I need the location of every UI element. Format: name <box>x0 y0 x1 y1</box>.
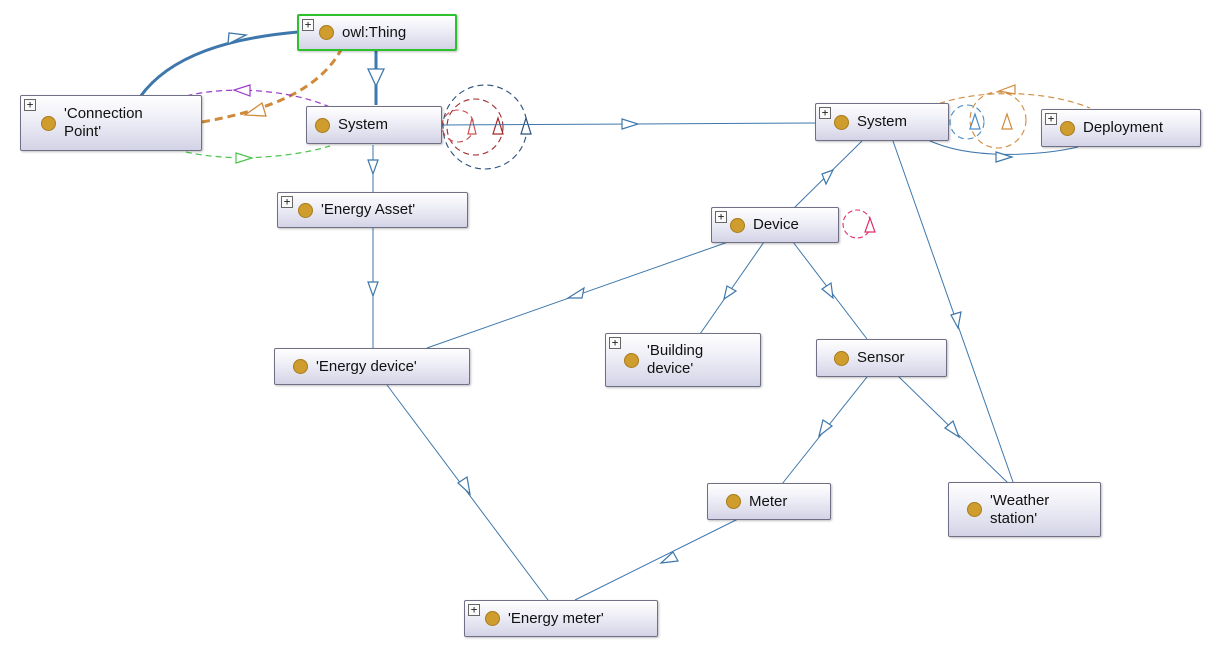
node-label: 'Energy meter' <box>508 609 604 627</box>
node-deployment[interactable]: + Deployment <box>1041 109 1201 147</box>
class-dot-icon <box>315 117 330 133</box>
self-loop-navy <box>442 84 528 170</box>
edge-arrow <box>820 281 834 300</box>
node-label: owl:Thing <box>342 23 407 41</box>
node-building-device[interactable]: + 'Building device' <box>605 333 761 387</box>
edge-arrow <box>235 152 255 164</box>
plus-box-icon[interactable]: + <box>302 19 314 31</box>
edge-arrow <box>1001 112 1013 130</box>
self-loop-orange <box>969 91 1027 149</box>
class-dot-icon <box>726 494 741 509</box>
edge-purple <box>185 89 331 108</box>
edge-orange-deploy <box>929 93 1091 109</box>
self-loop-red <box>441 109 475 143</box>
edge-arrow <box>950 311 962 330</box>
node-label: 'Connection Point' <box>64 105 143 140</box>
node-label: System <box>857 113 908 130</box>
edge-emeter-meter <box>574 518 739 601</box>
edge-arrow <box>457 475 471 496</box>
class-dot-icon <box>834 350 849 366</box>
edge-arrow <box>232 84 251 97</box>
plus-box-icon[interactable]: + <box>1045 113 1057 125</box>
node-meter[interactable]: Meter <box>707 483 831 520</box>
edge-weather-system <box>892 140 1014 483</box>
node-label: System <box>338 116 389 133</box>
plus-box-icon[interactable]: + <box>715 211 727 223</box>
plus-box-icon[interactable]: + <box>24 99 36 111</box>
node-label: Device <box>753 216 799 233</box>
node-connection-point[interactable]: + 'Connection Point' <box>20 95 202 151</box>
node-label: Meter <box>749 492 788 510</box>
edge-arrow <box>366 68 386 88</box>
edge-arrow <box>227 32 249 46</box>
plus-box-icon[interactable]: + <box>819 107 831 119</box>
node-system-right[interactable]: + System <box>815 103 949 141</box>
node-system-left[interactable]: System <box>306 106 442 144</box>
node-label: 'Energy device' <box>316 357 417 375</box>
edge-arrow <box>492 115 504 135</box>
node-label: 'Weather station' <box>990 491 1050 527</box>
self-loop-magenta <box>842 209 872 239</box>
edge-arrow <box>520 115 532 135</box>
edge-arrow <box>243 101 267 117</box>
node-weather-station[interactable]: 'Weather station' <box>948 482 1101 537</box>
edge-arrow <box>864 216 876 233</box>
edge-arrow <box>996 84 1016 95</box>
edge-orange-thing-cp <box>201 47 344 124</box>
plus-box-icon[interactable]: + <box>468 604 480 616</box>
edge-arrow <box>995 151 1015 163</box>
edge-arrow <box>817 419 834 438</box>
class-dot-icon <box>41 115 56 131</box>
node-energy-device[interactable]: 'Energy device' <box>274 348 470 385</box>
node-label: Sensor <box>857 349 905 366</box>
node-label: 'Building device' <box>647 342 704 377</box>
edge-arrow <box>565 286 585 299</box>
class-dot-icon <box>730 217 745 233</box>
class-dot-icon <box>319 25 334 40</box>
node-device[interactable]: + Device <box>711 207 839 243</box>
class-dot-icon <box>967 502 982 517</box>
edge-arrow <box>821 168 835 186</box>
edge-cp-thing <box>138 30 299 98</box>
class-dot-icon <box>485 611 500 626</box>
class-dot-icon <box>834 114 849 130</box>
self-loop-darkred <box>446 98 504 156</box>
node-label: 'Energy Asset' <box>321 201 416 218</box>
class-dot-icon <box>293 359 308 374</box>
edge-arrow <box>467 117 477 135</box>
node-sensor[interactable]: Sensor <box>816 339 947 377</box>
edge-arrow <box>367 159 379 176</box>
edge-arrow <box>621 118 641 130</box>
node-energy-meter[interactable]: + 'Energy meter' <box>464 600 658 637</box>
node-energy-asset[interactable]: + 'Energy Asset' <box>277 192 468 228</box>
node-label: Deployment <box>1083 119 1164 136</box>
edge-arrow <box>944 419 961 439</box>
node-owl-thing[interactable]: + owl:Thing <box>297 14 457 51</box>
plus-box-icon[interactable]: + <box>609 337 621 349</box>
edge-green <box>185 145 331 159</box>
plus-box-icon[interactable]: + <box>281 196 293 208</box>
edge-arrow <box>969 112 981 130</box>
class-dot-icon <box>1060 120 1075 136</box>
edge-arrow <box>723 285 738 301</box>
edge-arrow <box>659 551 679 564</box>
class-dot-icon <box>298 202 313 218</box>
self-loop-blue <box>949 104 985 140</box>
edge-bdevice-device <box>699 241 765 335</box>
class-dot-icon <box>624 352 639 368</box>
edge-arrow <box>367 281 379 298</box>
